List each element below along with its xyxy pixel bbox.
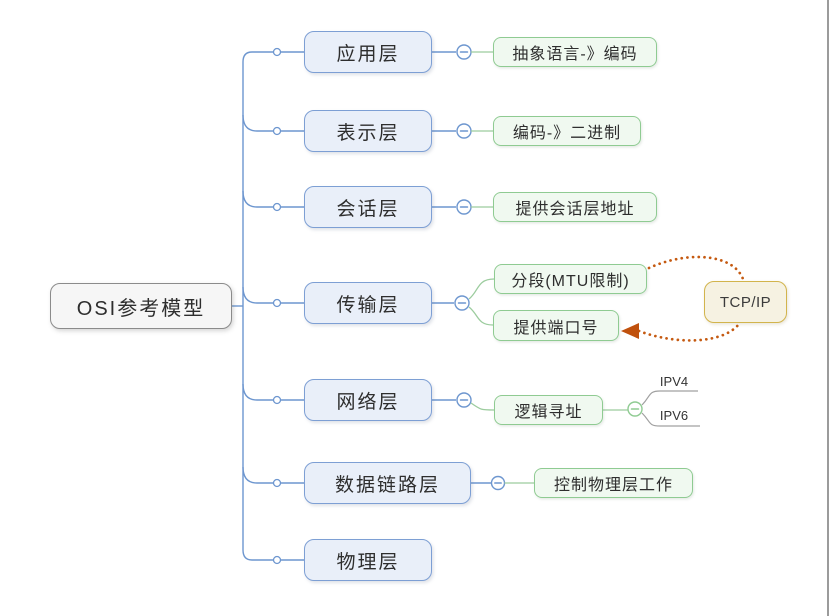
detail-presentation[interactable]: 编码-》二进制 — [493, 116, 641, 146]
branch-junction-dots — [272, 47, 304, 565]
relationship-segment-to-tcpip[interactable] — [647, 255, 745, 281]
collapse-icon-session[interactable] — [456, 199, 472, 215]
relationship-arrowhead-icon — [621, 323, 639, 339]
detail-transport-port[interactable]: 提供端口号 — [493, 310, 619, 341]
connector-trunk — [242, 51, 253, 561]
collapse-icon-presentation[interactable] — [456, 123, 472, 139]
detail-application[interactable]: 抽象语言-》编码 — [493, 37, 657, 67]
topic-network-layer[interactable]: 网络层 — [304, 379, 432, 421]
ip-line-branches — [641, 390, 700, 427]
detail-datalink[interactable]: 控制物理层工作 — [534, 468, 693, 498]
topic-transport-layer[interactable]: 传输层 — [304, 282, 432, 324]
page-edge-line — [827, 0, 829, 616]
floating-topic-tcpip[interactable]: TCP/IP — [704, 281, 787, 323]
topic-session-layer[interactable]: 会话层 — [304, 186, 432, 228]
topic-application-layer[interactable]: 应用层 — [304, 31, 432, 73]
collapse-icon-transport[interactable] — [454, 295, 470, 311]
topic-physical-layer[interactable]: 物理层 — [304, 539, 432, 581]
topic-presentation-layer[interactable]: 表示层 — [304, 110, 432, 152]
relationship-tcpip-to-port[interactable] — [637, 322, 741, 342]
collapse-icon-application[interactable] — [456, 44, 472, 60]
topic-datalink-layer[interactable]: 数据链路层 — [304, 462, 471, 504]
detail-session[interactable]: 提供会话层地址 — [493, 192, 657, 222]
connector-branch-network — [242, 383, 273, 401]
layer-right-stubs — [432, 51, 491, 484]
collapse-icon-datalink[interactable] — [490, 475, 506, 491]
collapse-icon-network[interactable] — [456, 392, 472, 408]
root-topic[interactable]: OSI参考模型 — [50, 283, 232, 329]
detail-network-logical-addressing[interactable]: 逻辑寻址 — [494, 395, 603, 425]
collapse-icon-logical-addressing[interactable] — [627, 401, 643, 417]
leaf-ipv6[interactable]: IPV6 — [659, 408, 689, 423]
connector-branch-presentation — [242, 114, 273, 132]
detail-connectors — [468, 51, 628, 484]
leaf-ipv4[interactable]: IPV4 — [659, 374, 689, 389]
connector-branch-datalink — [242, 466, 273, 484]
connector-branch-session — [242, 190, 273, 208]
connector-branch-transport — [242, 286, 273, 304]
detail-transport-segmentation[interactable]: 分段(MTU限制) — [494, 264, 647, 294]
